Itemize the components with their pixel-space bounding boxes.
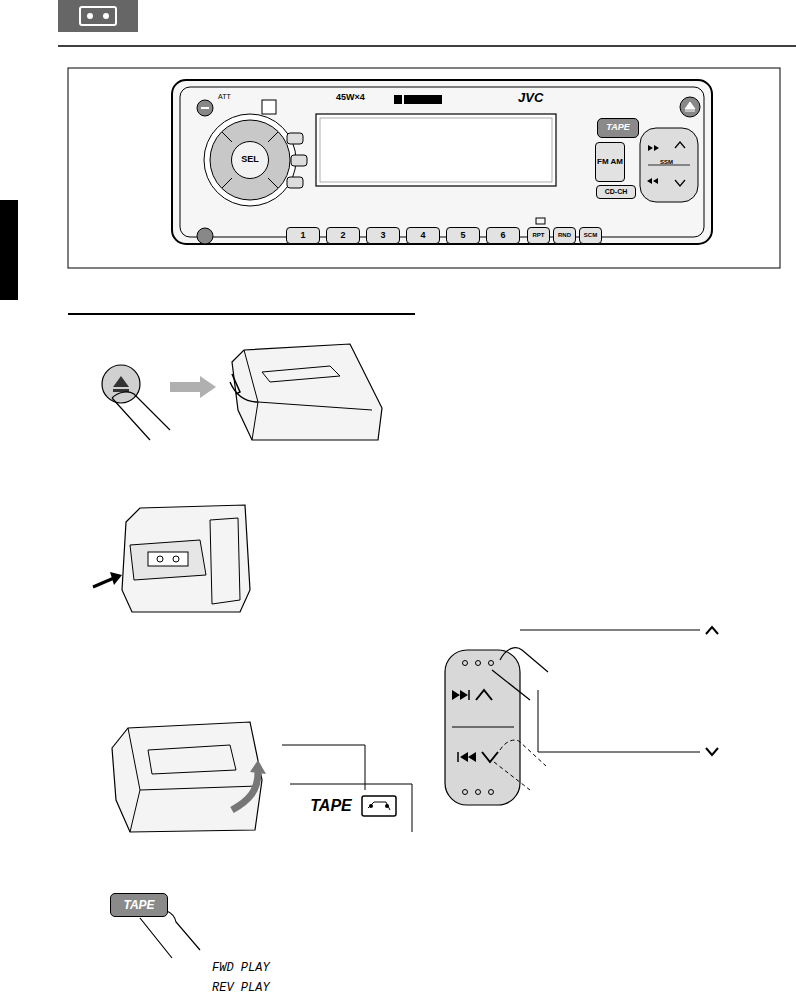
preset-button: 6 (486, 227, 520, 244)
tape-button: TAPE (110, 893, 168, 917)
mode-button: SCM (579, 227, 602, 244)
button-label: 2 (340, 231, 345, 240)
changer-button: CD-CH (596, 185, 636, 199)
button-label: 3 (380, 231, 385, 240)
preset-button: 2 (326, 227, 360, 244)
power-rating: 45W×4 (336, 93, 365, 103)
button-label: TAPE (123, 899, 154, 912)
preset-button: 3 (366, 227, 400, 244)
mode-button: RPT (527, 227, 550, 244)
preset-button: 5 (446, 227, 480, 244)
button-label: TAPE (606, 123, 629, 132)
preset-button: 1 (286, 227, 320, 244)
button-label: 6 (500, 231, 505, 240)
button-label: 1 (300, 231, 305, 240)
display-reading: FWD PLAY (212, 962, 270, 975)
display-indicator: TAPE (305, 792, 357, 820)
button-label: SEL (241, 155, 259, 164)
select-button: SEL (231, 141, 269, 179)
button-label: RND (558, 232, 571, 238)
faceplate (172, 80, 712, 244)
button-label: FM AM (597, 158, 623, 166)
button-label: TAPE (310, 798, 351, 815)
tape-button: TAPE (597, 118, 639, 138)
button-label: RPT (533, 232, 545, 238)
preset-button: 4 (406, 227, 440, 244)
button-label: 5 (460, 231, 465, 240)
section-tab (58, 0, 138, 32)
button-label: SSM (660, 159, 673, 166)
display-reading: REV PLAY (212, 982, 270, 995)
button-label: SCM (584, 232, 597, 238)
button-label: CD-CH (605, 188, 628, 195)
mode-button: RND (553, 227, 576, 244)
button-label: 4 (420, 231, 425, 240)
band-button: FM AM (595, 142, 625, 182)
function-label: ATT (218, 93, 231, 101)
brand-logo: JVC (518, 91, 543, 105)
